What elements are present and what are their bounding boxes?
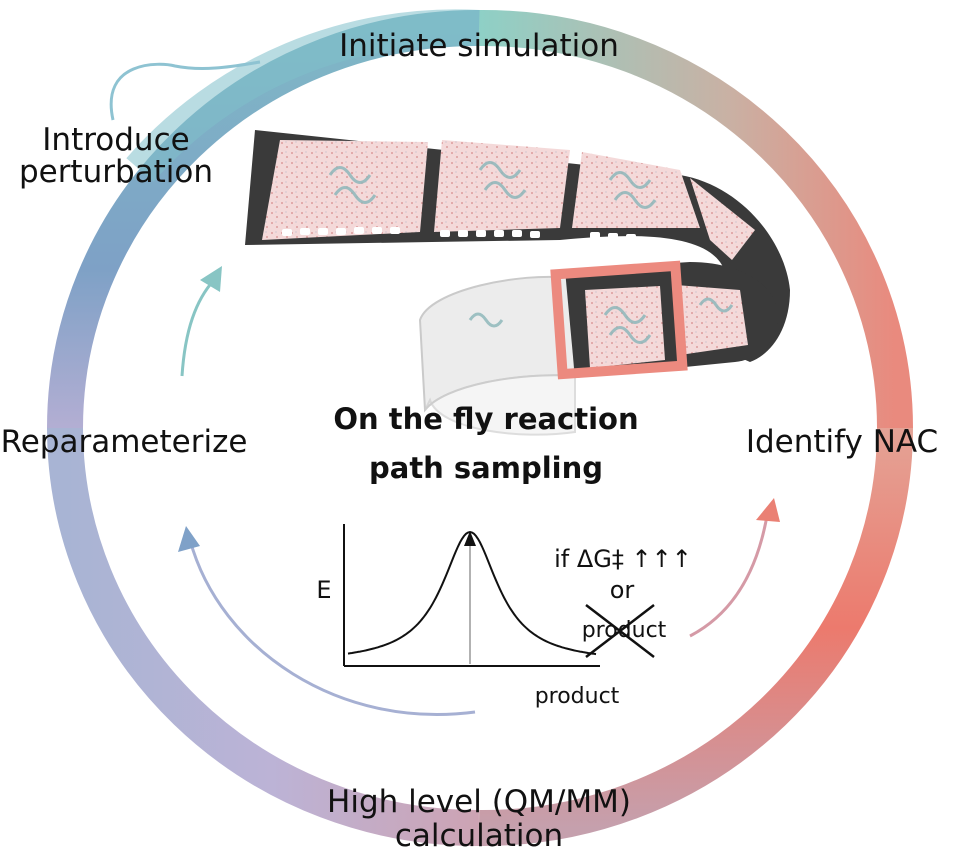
film-frame-5 [585,286,665,368]
bottom-left-arrow [178,526,476,717]
step-identify-nac: Identify NAC [746,424,938,460]
energy-plot: E product [316,524,620,709]
film-frame-1 [262,140,428,240]
condition-line-1: if ΔG‡ ↑↑↑ [554,545,692,573]
step-high-level-line-1: High level (QM/MM) [327,784,631,820]
condition-line-3: product [582,618,667,643]
cycle-ring [47,9,913,847]
center-title-line-1: On the fly reaction [333,402,638,436]
perturbation-connector [109,60,261,121]
step-introduce-line-2: perturbation [19,154,213,190]
energy-curve [347,530,597,656]
bottom-right-arrow [689,498,780,638]
film-frame-6 [676,285,748,355]
step-high-level-line-2: calculation [395,818,563,854]
step-initiate-simulation: Initiate simulation [339,28,619,64]
highlighted-frame [550,260,688,380]
step-reparameterize: Reparameterize [1,424,248,460]
step-introduce-line-1: Introduce [42,122,189,158]
energy-y-label: E [316,576,331,604]
center-title-line-2: path sampling [369,451,603,485]
condition-block: if ΔG‡ ↑↑↑ or product [554,545,692,658]
energy-x-label: product [535,684,620,709]
condition-line-2: or [610,576,635,604]
cross-out-line-2 [585,604,655,658]
film-frame-3 [572,152,700,228]
left-up-arrow [180,266,222,377]
film-strip [245,130,790,436]
barrier-arrowhead [464,531,476,546]
film-frame-4 [690,178,755,260]
